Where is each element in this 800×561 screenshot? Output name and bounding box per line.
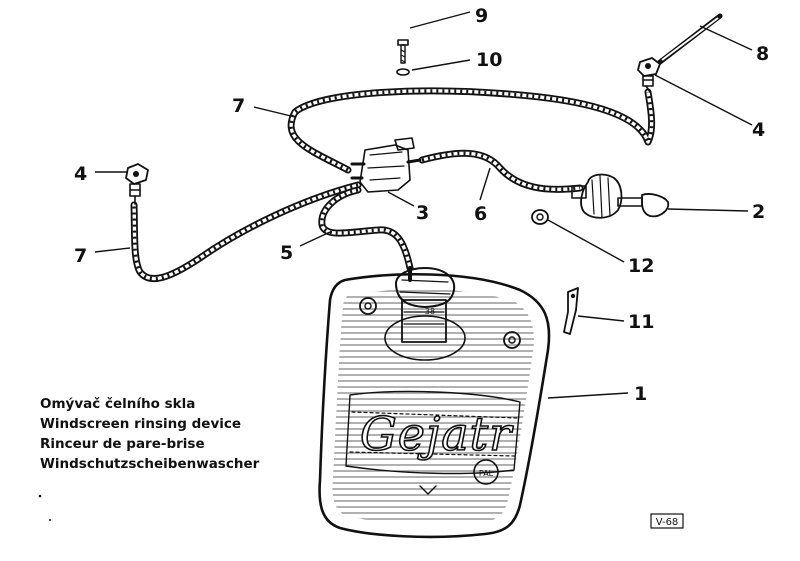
callout-10: 10	[476, 49, 502, 71]
callout-1: 1	[634, 383, 647, 405]
valve-junction-3	[350, 137, 422, 193]
callout-11: 11	[628, 311, 654, 333]
callout-3: 3	[416, 202, 429, 224]
clip-11	[563, 287, 579, 335]
caption-block: Omývač čelního skla Windscreen rinsing d…	[40, 396, 260, 472]
hose-7-left	[130, 181, 362, 283]
callout-4-right: 4	[752, 119, 765, 141]
hose-6	[418, 149, 584, 193]
callout-7-top: 7	[232, 95, 245, 117]
callout-9: 9	[475, 5, 488, 27]
hose-5	[318, 186, 414, 272]
screw-9	[397, 39, 409, 64]
callout-8: 8	[756, 43, 769, 65]
callout-4-left: 4	[74, 163, 87, 185]
tank-badge-text: PAL	[479, 469, 494, 478]
leader-lines	[94, 11, 753, 399]
callout-2: 2	[752, 201, 765, 223]
caption-french: Rinceur de pare-brise	[40, 436, 205, 452]
callout-6: 6	[474, 203, 487, 225]
caption-english: Windscreen rinsing device	[40, 416, 241, 432]
caption-czech: Omývač čelního skla	[40, 396, 195, 412]
tank-brand-text: Gejatr	[360, 407, 514, 461]
washer-tank-1	[318, 266, 551, 539]
cap-mark-text: 38	[425, 307, 435, 316]
callout-5: 5	[280, 242, 293, 264]
hose-7-long	[287, 87, 656, 174]
plate-code-text: V-68	[656, 517, 679, 528]
nut-12	[531, 209, 549, 225]
washer-10	[396, 68, 410, 76]
nozzle-4-left	[125, 163, 149, 205]
caption-german: Windschutzscheibenwascher	[40, 456, 260, 472]
callout-numbers: 9 10 7 8 4 4 3 6 5 7 2 12 11 1	[74, 5, 769, 405]
plate-code: V-68	[650, 513, 684, 529]
nozzle-4-right	[637, 57, 661, 93]
callout-7-left: 7	[74, 245, 87, 267]
jet-rod-8	[657, 13, 723, 65]
pump-knob-2	[571, 173, 670, 219]
callout-12: 12	[628, 255, 654, 277]
